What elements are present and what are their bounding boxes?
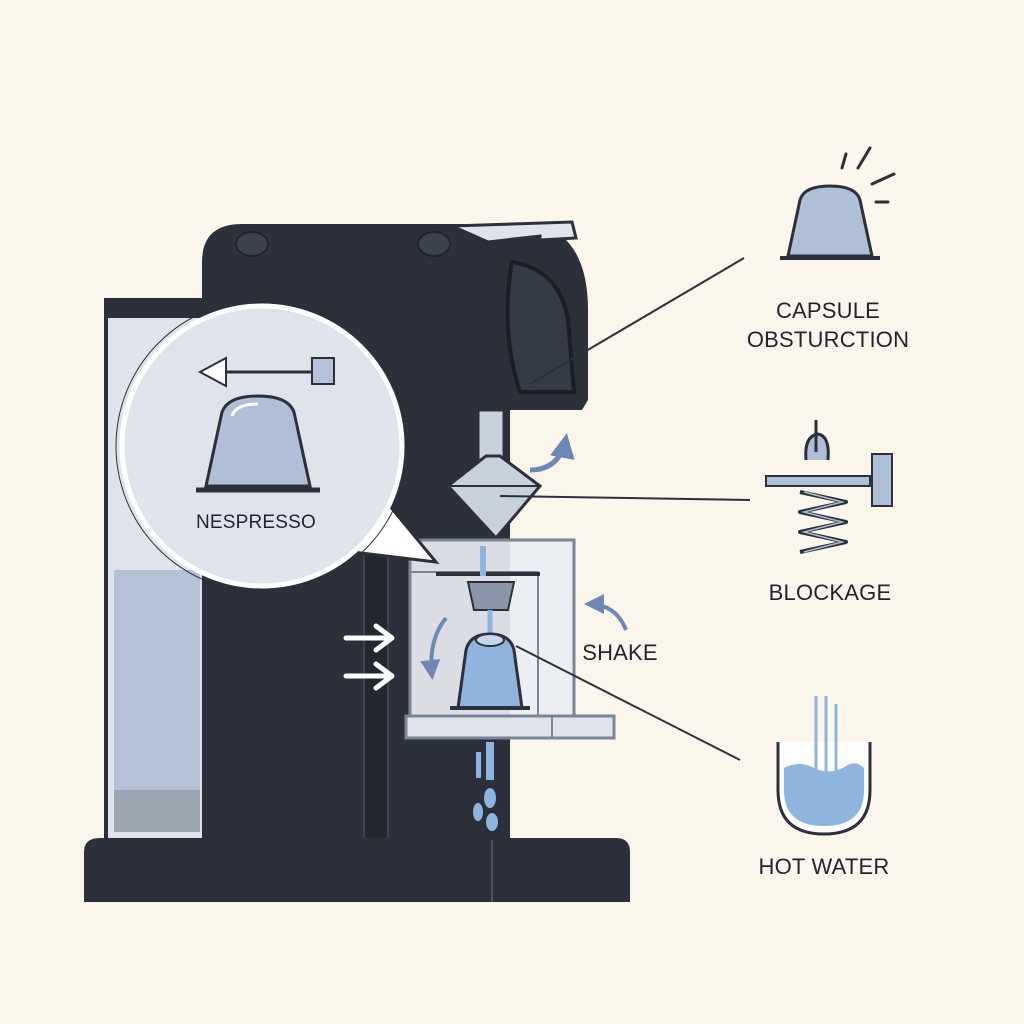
top-button-left <box>235 231 269 257</box>
hot-water-bowl-icon <box>776 696 872 836</box>
push-arrows-icon <box>343 623 395 691</box>
callout-hot-water-line <box>515 645 741 761</box>
capsule-icon <box>196 394 320 493</box>
shake-callout: SHAKE <box>582 640 658 665</box>
callout-blockage-line <box>499 495 751 501</box>
water-drips <box>473 742 498 831</box>
alert-rays-icon <box>840 146 896 204</box>
down-arrow-icon <box>420 616 448 680</box>
capsule-in-chamber <box>450 632 530 710</box>
insert-arrow-icon <box>197 356 335 388</box>
capsule-icon <box>780 184 880 260</box>
top-button-right <box>417 231 451 257</box>
capsule-label-line1: CAPSULE <box>776 298 880 323</box>
hot-water-label: HOT WATER <box>759 854 890 879</box>
hot-water-callout: HOT WATER <box>759 696 890 879</box>
blockage-label: BLOCKAGE <box>769 580 892 605</box>
blockage-callout: BLOCKAGE <box>765 420 893 605</box>
callout-capsule-line <box>529 257 745 385</box>
machine-base <box>84 838 630 902</box>
spring-icon <box>765 420 893 554</box>
capsule-detail-bubble: NESPRESSO <box>115 299 440 593</box>
shake-label: SHAKE <box>582 640 658 665</box>
capsule-obstruction-callout: CAPSULE OBSTURCTION <box>747 146 909 352</box>
rotate-arrow-icon <box>529 433 575 473</box>
head-hinge-cover <box>505 259 577 394</box>
drip-tray <box>404 714 616 740</box>
coffee-machine <box>84 220 630 902</box>
callout-lines <box>499 257 751 761</box>
shake-arrow-icon <box>584 594 628 631</box>
nozzle <box>476 408 506 464</box>
funnel <box>445 454 543 541</box>
lever <box>451 220 578 244</box>
capsule-label-line2: OBSTURCTION <box>747 327 909 352</box>
brand-label: NESPRESSO <box>196 512 316 533</box>
